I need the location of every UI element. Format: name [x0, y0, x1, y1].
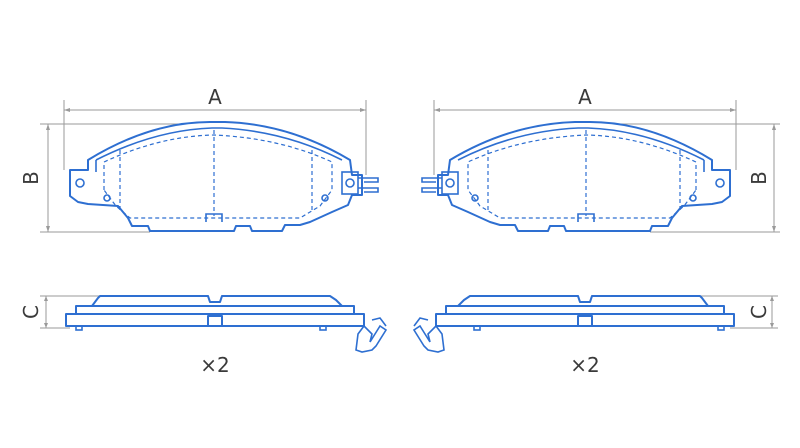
right-dim-c-label: C	[747, 305, 771, 319]
right-pad-front-view	[421, 121, 731, 232]
right-dim-b-label: B	[747, 171, 771, 185]
right-quantity-label: ×2	[570, 353, 599, 377]
left-dim-b-label: B	[19, 171, 43, 185]
left-dim-c-label: C	[19, 305, 43, 319]
left-pad-group: A B C ×2	[19, 85, 387, 377]
left-pad-side-view	[65, 295, 387, 353]
left-quantity-label: ×2	[200, 353, 229, 377]
right-dim-a-label: A	[578, 85, 592, 109]
left-dimension-a: A	[63, 85, 367, 175]
left-pad-front-view	[69, 121, 379, 232]
left-dim-a-label: A	[208, 85, 222, 109]
left-dimension-c: C	[19, 295, 100, 329]
right-pad-group: A B C ×2	[413, 85, 780, 377]
right-pad-side-view	[413, 295, 735, 353]
